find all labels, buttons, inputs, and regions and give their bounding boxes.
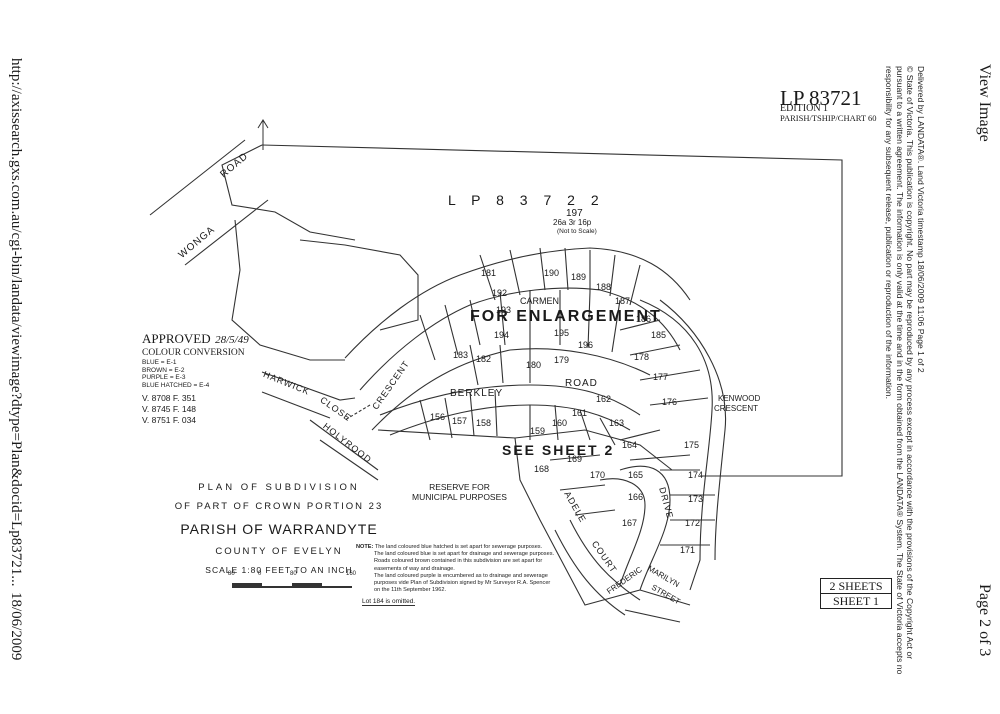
lot-number: 192 [492,288,508,298]
lot-197-area: 26a 3r 16p [553,218,592,227]
colour-conversion-heading: COLOUR CONVERSION [142,348,245,358]
colour-entry: BROWN = E-2 [142,366,185,374]
lot-number: 164 [622,440,638,450]
sheets-total: 2 SHEETS [821,579,891,594]
lot-number: 175 [684,440,700,450]
lot-number: 185 [651,330,667,340]
street-kenwood: KENWOOD [718,394,761,403]
lot-number: 187 [615,296,631,306]
lot-number: 169 [567,454,583,464]
volume-folio: V. 8745 F. 148 [142,404,197,414]
lot-number: 170 [590,470,606,480]
lot-number: 173 [688,494,704,504]
lot-197-number: 197 [566,208,583,219]
approved-block: APPROVED 28/5/49 COLOUR CONVERSION BLUE … [142,330,249,426]
street-berkley-road: ROAD [565,378,598,389]
title-block: PLAN OF SUBDIVISION OF PART OF CROWN POR… [164,482,394,575]
colour-entry: PURPLE = E-3 [142,374,186,381]
street-berkley: BERKLEY [450,388,504,399]
see-sheet-label: SEE SHEET 2 [502,442,615,458]
notes-label: NOTE: [356,544,374,550]
title-line-1: PLAN OF SUBDIVISION [198,482,360,493]
lot-number: 188 [596,282,612,292]
lot-number: 160 [552,418,568,428]
scale-text: SCALE 1:80 FEET TO AN INCH [205,565,353,575]
lot-number: 189 [571,272,587,282]
plan-number: LP 83721 [780,86,862,110]
lot-number: 176 [662,397,678,407]
scale-bar [232,580,352,590]
volume-folio: V. 8708 F. 351 [142,393,197,403]
parish-name: PARISH OF WARRANDYTE [180,521,378,537]
approved-date: 28/5/49 [215,334,249,346]
parish-chart-label: PARISH/TSHIP/CHART 60 [780,113,877,123]
lot-number: 167 [622,518,638,528]
lot-number: 190 [544,268,560,278]
lot-number: 174 [688,470,704,480]
lot-number: 157 [452,416,468,426]
lot-number: 166 [628,492,644,502]
sheets-current: SHEET 1 [832,594,880,608]
volume-folio: V. 8751 F. 034 [142,415,197,425]
lot-number: 158 [476,418,492,428]
sheets-box: 2 SHEETS SHEET 1 [820,578,892,609]
notes-block: NOTE: The land coloured blue hatched is … [356,544,555,594]
lot-number: 168 [534,464,550,474]
reserve-label: RESERVE FOR MUNICIPAL PURPOSES [412,482,507,502]
lot-number: 180 [526,360,542,370]
approved-heading: APPROVED [142,331,211,346]
lot-number: 163 [609,418,625,428]
lot-number: 177 [653,372,669,382]
lot-number: 171 [680,545,696,555]
lot-197-note: (Not to Scale) [557,228,597,235]
lot-number: 195 [554,328,570,338]
lot-number: 183 [453,350,469,360]
street-carmen: CARMEN [520,296,560,306]
lot-number: 172 [685,518,701,528]
lot-number: 161 [572,408,588,418]
lot-omitted-note: Lot 184 is omitted. [362,598,416,606]
lot-number: 181 [481,268,497,278]
for-enlargement-label: FOR ENLARGEMENT [470,308,662,325]
plan-big-label: L P 8 3 7 2 2 [448,192,605,208]
lot-number: 186 [636,314,652,324]
lot-number: 182 [476,354,492,364]
colour-entry: BLUE HATCHED = E-4 [142,381,210,389]
edition-label: EDITION 1 [780,103,829,114]
title-line-2: OF PART OF CROWN PORTION 23 [174,501,384,512]
lot-number: 159 [530,426,546,436]
lot-number: 165 [628,470,644,480]
county-name: COUNTY OF EVELYN [215,546,343,557]
lot-number: 194 [494,330,510,340]
lot-number: 196 [578,340,594,350]
lot-number: 162 [596,394,612,404]
street-kenwood-crescent: CRESCENT [714,404,759,413]
lot-number: 179 [554,355,570,365]
lot-number: 193 [496,305,512,315]
lot-number: 178 [634,352,650,362]
colour-entry: BLUE = E-1 [142,359,177,366]
lot-number: 156 [430,412,446,422]
